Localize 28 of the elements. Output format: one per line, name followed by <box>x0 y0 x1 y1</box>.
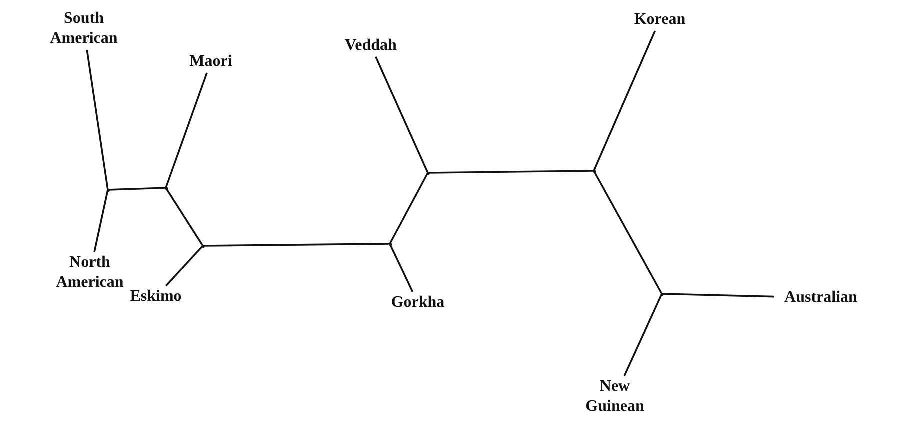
taxon-label: Maori <box>190 52 232 72</box>
taxon-label: New Guinean <box>584 377 646 417</box>
branch-junction <box>388 242 392 246</box>
branch-line <box>165 245 204 287</box>
branch-line <box>108 187 166 191</box>
branch-line <box>86 50 109 190</box>
branch-line <box>203 243 390 247</box>
taxon-label: Eskimo <box>130 287 182 307</box>
branch-line <box>593 30 656 172</box>
branch-line <box>94 190 109 252</box>
branch-junction <box>592 170 596 172</box>
branch-line <box>624 294 663 376</box>
taxon-label: North American <box>55 253 125 293</box>
branch-line <box>389 172 429 244</box>
taxon-label: Australian <box>784 288 858 308</box>
branch-line <box>662 293 774 298</box>
branch-line <box>389 244 414 292</box>
branch-line <box>375 56 429 174</box>
taxon-label: Korean <box>634 10 686 30</box>
branch-line <box>165 72 208 188</box>
taxon-label: South American <box>49 9 119 49</box>
branch-line <box>428 170 594 174</box>
branch-junction <box>202 244 204 248</box>
branch-line <box>165 188 204 246</box>
branch-junction <box>164 186 168 190</box>
branch-line <box>593 170 663 294</box>
taxon-label: Veddah <box>345 36 397 56</box>
taxon-label: Gorkha <box>391 293 445 313</box>
